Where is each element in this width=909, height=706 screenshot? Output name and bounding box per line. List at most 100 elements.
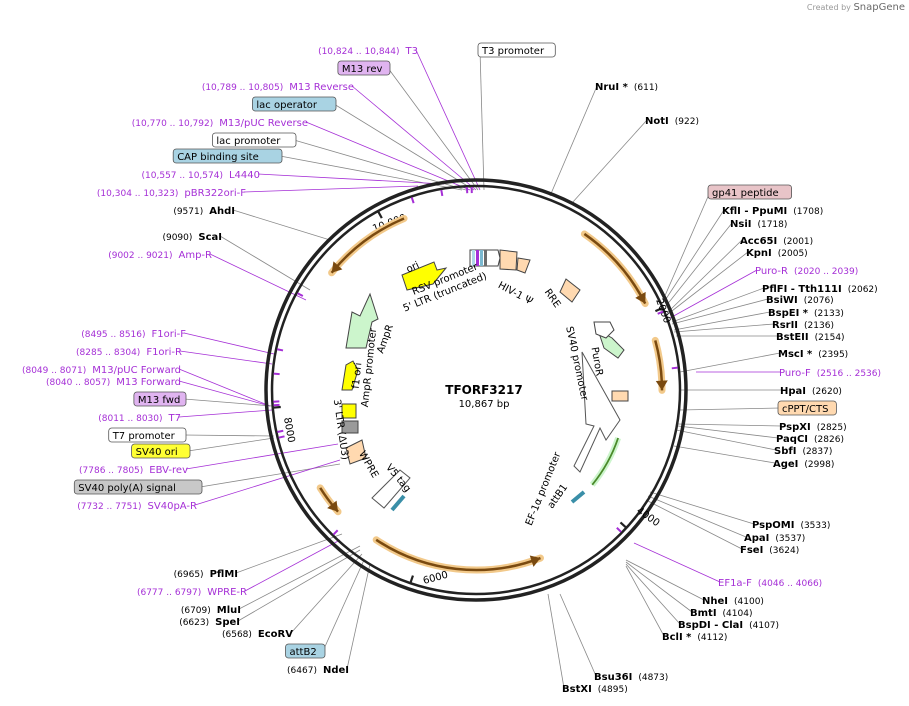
enzyme-label-bsteii[interactable]: BstEII(2154) — [776, 332, 845, 343]
primer-label-sv40pa-r[interactable]: (7732 .. 7751)SV40pA-R — [77, 501, 197, 512]
enzyme-label-apai[interactable]: ApaI(3537) — [744, 533, 805, 544]
feature-label-box-gp41-peptide[interactable] — [707, 184, 792, 200]
primer-label-m13-puc-reverse[interactable]: (10,770 .. 10,792)M13/pUC Reverse — [132, 118, 308, 129]
enzyme-label-pflmi[interactable]: (6965)PflMI — [174, 569, 238, 580]
feature-label-cppt-cts[interactable]: cPPT/CTS — [782, 404, 828, 415]
inner-feature-label-f1-ori: f1 ori — [351, 362, 365, 389]
feature-label-box-lac-promoter[interactable] — [211, 132, 297, 148]
primer-label-puro-f[interactable]: Puro-F(2516 .. 2536) — [779, 368, 881, 379]
primer-label-l4440[interactable]: (10,557 .. 10,574)L4440 — [142, 170, 260, 181]
leader-line-m13-fwd — [183, 398, 273, 407]
psi-feature[interactable] — [516, 257, 531, 274]
primer-label-wpre-r[interactable]: (6777 .. 6797)WPRE-R — [137, 587, 247, 598]
feature-label-box-lac-operator[interactable] — [251, 96, 337, 112]
leader-line-f1ori-f — [183, 332, 275, 355]
enzyme-label-msci[interactable]: MscI *(2395) — [778, 349, 848, 360]
enzyme-label-bmti[interactable]: BmtI(4104) — [690, 608, 752, 619]
feature-label-gp41-peptide[interactable]: gp41 peptide — [712, 188, 779, 199]
feature-label-lac-promoter[interactable]: lac promoter — [216, 136, 281, 147]
primer-label-f1ori-f[interactable]: (8495 .. 8516)F1ori-F — [81, 329, 186, 340]
feature-label-t7-promoter[interactable]: T7 promoter — [112, 431, 176, 442]
enzyme-label-noti[interactable]: NotI(922) — [645, 116, 699, 127]
enzyme-label-rsrii[interactable]: RsrII(2136) — [772, 320, 834, 331]
wpre-feature[interactable] — [371, 469, 411, 509]
ori-feature[interactable] — [401, 261, 448, 291]
inner-feature-label-ampr: AmpR — [375, 323, 396, 355]
enzyme-label-bspdi-clai[interactable]: BspDI - ClaI(4107) — [678, 620, 779, 631]
feature-label-cap-binding-site[interactable]: CAP binding site — [177, 152, 259, 163]
enzyme-label-acc65i[interactable]: Acc65I(2001) — [740, 236, 813, 247]
feature-label-sv40-poly-a-signal[interactable]: SV40 poly(A) signal — [78, 483, 176, 494]
attb1-feature[interactable] — [570, 490, 586, 504]
enzyme-label-kfli-ppumi[interactable]: KflI - PpuMI(1708) — [722, 206, 823, 217]
primer-label-ef1a-f[interactable]: EF1a-F(4046 .. 4066) — [718, 578, 822, 589]
polya-feature[interactable] — [341, 420, 359, 434]
feature-label-box-attb2[interactable] — [285, 643, 326, 659]
enzyme-label-bspei[interactable]: BspEI *(2133) — [768, 308, 844, 319]
enzyme-label-bstxi[interactable]: BstXI(4895) — [562, 684, 628, 695]
enzyme-label-pspomi[interactable]: PspOMI(3533) — [752, 520, 830, 531]
feature-label-lac-operator[interactable]: lac operator — [256, 100, 317, 111]
sv40ori-feature[interactable] — [341, 403, 357, 419]
primer-label-t3[interactable]: (10,824 .. 10,844)T3 — [318, 46, 418, 57]
enzyme-label-mlui[interactable]: (6709)MluI — [181, 605, 241, 616]
primer-label-ebv-rev[interactable]: (7786 .. 7805)EBV-rev — [79, 465, 188, 476]
feature-label-box-t3-promoter[interactable] — [477, 42, 556, 58]
feature-label-box-t7-promoter[interactable] — [108, 427, 187, 443]
primer-label-puro-r[interactable]: Puro-R(2020 .. 2039) — [755, 266, 858, 277]
enzyme-label-bsu36i[interactable]: Bsu36I(4873) — [594, 672, 668, 683]
enzyme-label-scai[interactable]: (9090)ScaI — [162, 232, 222, 243]
orf-arc-1[interactable] — [580, 230, 649, 308]
leader-line-puro-r — [669, 269, 758, 319]
primer-label-amp-r[interactable]: (9002 .. 9021)Amp-R — [108, 250, 212, 261]
primer-label-f1ori-r[interactable]: (8285 .. 8304)F1ori-R — [76, 347, 182, 358]
enzyme-label-agei[interactable]: AgeI(2998) — [773, 459, 834, 470]
enzyme-label-paqci[interactable]: PaqCI(2826) — [776, 434, 844, 445]
primer-label-m13-reverse[interactable]: (10,789 .. 10,805)M13 Reverse — [202, 82, 354, 93]
enzyme-label-bcli[interactable]: BclI *(4112) — [662, 632, 727, 643]
f1ori-feature[interactable] — [341, 360, 359, 391]
feature-label-t3-promoter[interactable]: T3 promoter — [481, 46, 545, 57]
plasmid-size: 10,867 bp — [459, 399, 510, 410]
sv40p-feature[interactable] — [593, 321, 615, 339]
enzyme-label-nhei[interactable]: NheI(4100) — [702, 596, 764, 607]
leader-line-sv40pa-r — [194, 459, 341, 506]
enzyme-label-spei[interactable]: (6623)SpeI — [179, 617, 240, 628]
enzyme-label-fsei[interactable]: FseI(3624) — [740, 545, 799, 556]
enzyme-label-pflfi-tth111i[interactable]: PflFI - Tth111I(2062) — [762, 284, 878, 295]
enzyme-label-sbfi[interactable]: SbfI(2837) — [774, 446, 832, 457]
v5-tag-feature[interactable] — [390, 494, 406, 512]
feature-label-box-sv40-ori[interactable] — [131, 443, 191, 459]
enzyme-label-nrui[interactable]: NruI *(611) — [595, 82, 658, 93]
enzyme-label-ahdi[interactable]: (9571)AhdI — [173, 206, 235, 217]
feature-label-m13-fwd[interactable]: M13 fwd — [138, 395, 180, 406]
enzyme-label-ndei[interactable]: (6467)NdeI — [287, 665, 349, 676]
feature-label-m13-rev[interactable]: M13 rev — [342, 64, 383, 75]
ef1a-promoter-feature[interactable] — [573, 351, 621, 473]
leader-line-kfli-ppumi — [663, 209, 725, 303]
primer-label-pbr322ori-f[interactable]: (10,304 .. 10,323)pBR322ori-F — [97, 188, 246, 199]
ampr-feature[interactable] — [345, 292, 379, 349]
rre-feature[interactable] — [559, 278, 581, 303]
feature-label-box-m13-fwd[interactable] — [133, 391, 187, 407]
enzyme-label-pspxi[interactable]: PspXI(2825) — [779, 422, 847, 433]
backbone-inner-ring — [270, 184, 682, 596]
feature-label-box-sv40-poly-a-signal[interactable] — [73, 479, 203, 495]
cppt-feature[interactable] — [611, 390, 629, 402]
enzyme-label-hpai[interactable]: HpaI(2620) — [780, 386, 842, 397]
leader-line-bcli — [625, 565, 665, 637]
enzyme-label-bsiwi[interactable]: BsiWI(2076) — [766, 295, 834, 306]
feature-label-box-cppt-cts[interactable] — [777, 400, 837, 416]
enzyme-label-kpni[interactable]: KpnI(2005) — [746, 248, 808, 259]
primer-label-m13-puc-forward[interactable]: (8049 .. 8071)M13/pUC Forward — [22, 365, 181, 376]
primer-label-t7[interactable]: (8011 .. 8030)T7 — [98, 413, 181, 424]
enzyme-label-ecorv[interactable]: (6568)EcoRV — [222, 629, 293, 640]
ltr5-feature[interactable] — [499, 249, 518, 271]
enzyme-label-nsii[interactable]: NsiI(1718) — [730, 219, 787, 230]
feature-label-box-cap-binding-site[interactable] — [172, 148, 283, 164]
feature-label-sv40-ori[interactable]: SV40 ori — [136, 447, 178, 458]
feature-label-box-m13-rev[interactable] — [337, 60, 391, 76]
primer-label-m13-forward[interactable]: (8040 .. 8057)M13 Forward — [46, 377, 181, 388]
ltr3-feature[interactable] — [345, 439, 367, 465]
feature-label-attb2[interactable]: attB2 — [290, 647, 317, 658]
